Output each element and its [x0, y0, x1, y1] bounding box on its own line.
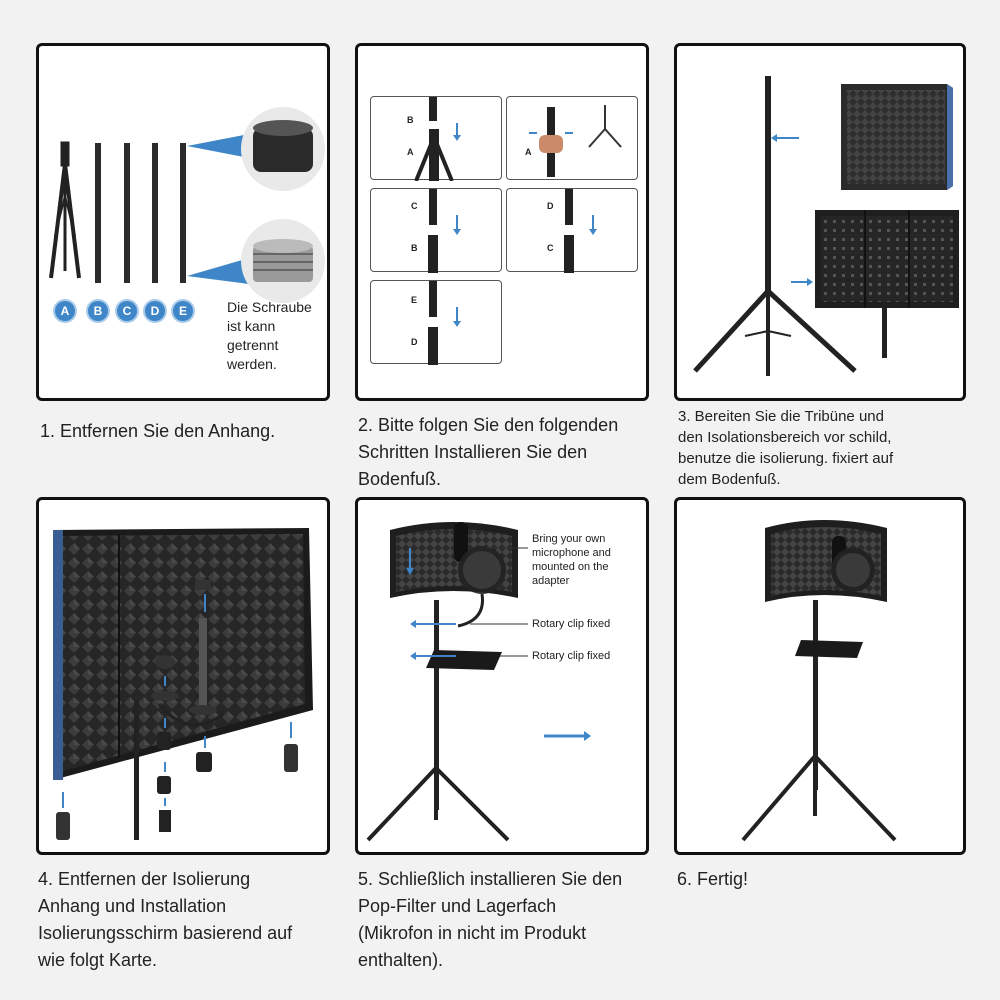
microphone-icon [454, 522, 506, 628]
label-c-badge: C [117, 301, 137, 321]
label-d-badge: D [145, 301, 165, 321]
substep-d-into-c: D C [506, 188, 638, 273]
substep-e-into-d: E D [370, 280, 502, 365]
panel-step-5: Bring your own microphone and mounted on… [355, 497, 649, 855]
panel-step-2: B A A C B D C [355, 43, 649, 401]
label-e-badge: E [173, 301, 193, 321]
panel-step-6 [674, 497, 966, 855]
direction-arrows [409, 548, 584, 738]
tripod-base-icon [49, 141, 81, 279]
annotation-bring-microphone: Bring your own microphone and mounted on… [532, 533, 611, 587]
caption-step-3: 3. Bereiten Sie die Tribüne und den Isol… [678, 408, 894, 488]
annotation-rotary-clip-1: Rotary clip fixed [532, 618, 611, 630]
direction-arrows [62, 594, 292, 808]
pole-d-icon [152, 143, 158, 283]
panel-step-3 [674, 43, 966, 401]
finished-assembly-illustration [741, 520, 897, 842]
foam-shield-icon [53, 528, 313, 780]
tripod-legs-icon [741, 754, 897, 842]
caption-step-5: 5. Schließlich installieren Sie den Pop-… [358, 869, 623, 970]
pole-e-icon [180, 143, 186, 283]
label-b-badge: B [88, 301, 108, 321]
tripod-stand-icon [693, 76, 857, 376]
label-a-badge: A [55, 301, 75, 321]
callout-pointer-icon [187, 258, 249, 284]
caption-step-1: 1. Entfernen Sie den Anhang. [40, 421, 276, 441]
shield-attachment-illustration [53, 528, 313, 840]
annotation-rotary-clip-2: Rotary clip fixed [532, 650, 611, 662]
foam-shield-front-icon [815, 210, 959, 358]
substep-spread-legs: A [506, 96, 638, 180]
caption-step-2: 2. Bitte folgen Sie den folgenden Schrit… [358, 415, 619, 489]
mount-hardware-icon [56, 580, 298, 840]
parts-illustration [49, 107, 325, 303]
callout-pointer-icon [187, 134, 249, 158]
shelf-tray-icon [426, 650, 502, 670]
pole-c-icon [124, 143, 130, 283]
panel-step-1: A B C D E Die Schraube ist kann getrennt… [36, 43, 330, 401]
caption-step-4: 4. Entfernen der Isolierung Anhang und I… [38, 869, 293, 970]
substep-c-into-b: C B [370, 188, 502, 273]
substep-b-into-a: B A [370, 96, 502, 181]
microphone-icon [831, 536, 875, 592]
shelf-tray-icon [795, 640, 863, 658]
stand-pole-icon [134, 700, 139, 840]
pole-b-icon [95, 143, 101, 283]
caption-step-6: 6. Fertig! [677, 869, 749, 889]
screw-note: Die Schraube ist kann getrennt werden. [227, 299, 312, 372]
foam-shield-back-icon [841, 84, 953, 190]
panel-step-4 [36, 497, 330, 855]
popfilter-shelf-illustration [366, 522, 591, 842]
stand-pole-icon [813, 600, 818, 790]
stand-and-shield-illustration [693, 76, 959, 376]
tripod-legs-icon [366, 766, 510, 842]
stand-pole-icon [434, 600, 439, 810]
